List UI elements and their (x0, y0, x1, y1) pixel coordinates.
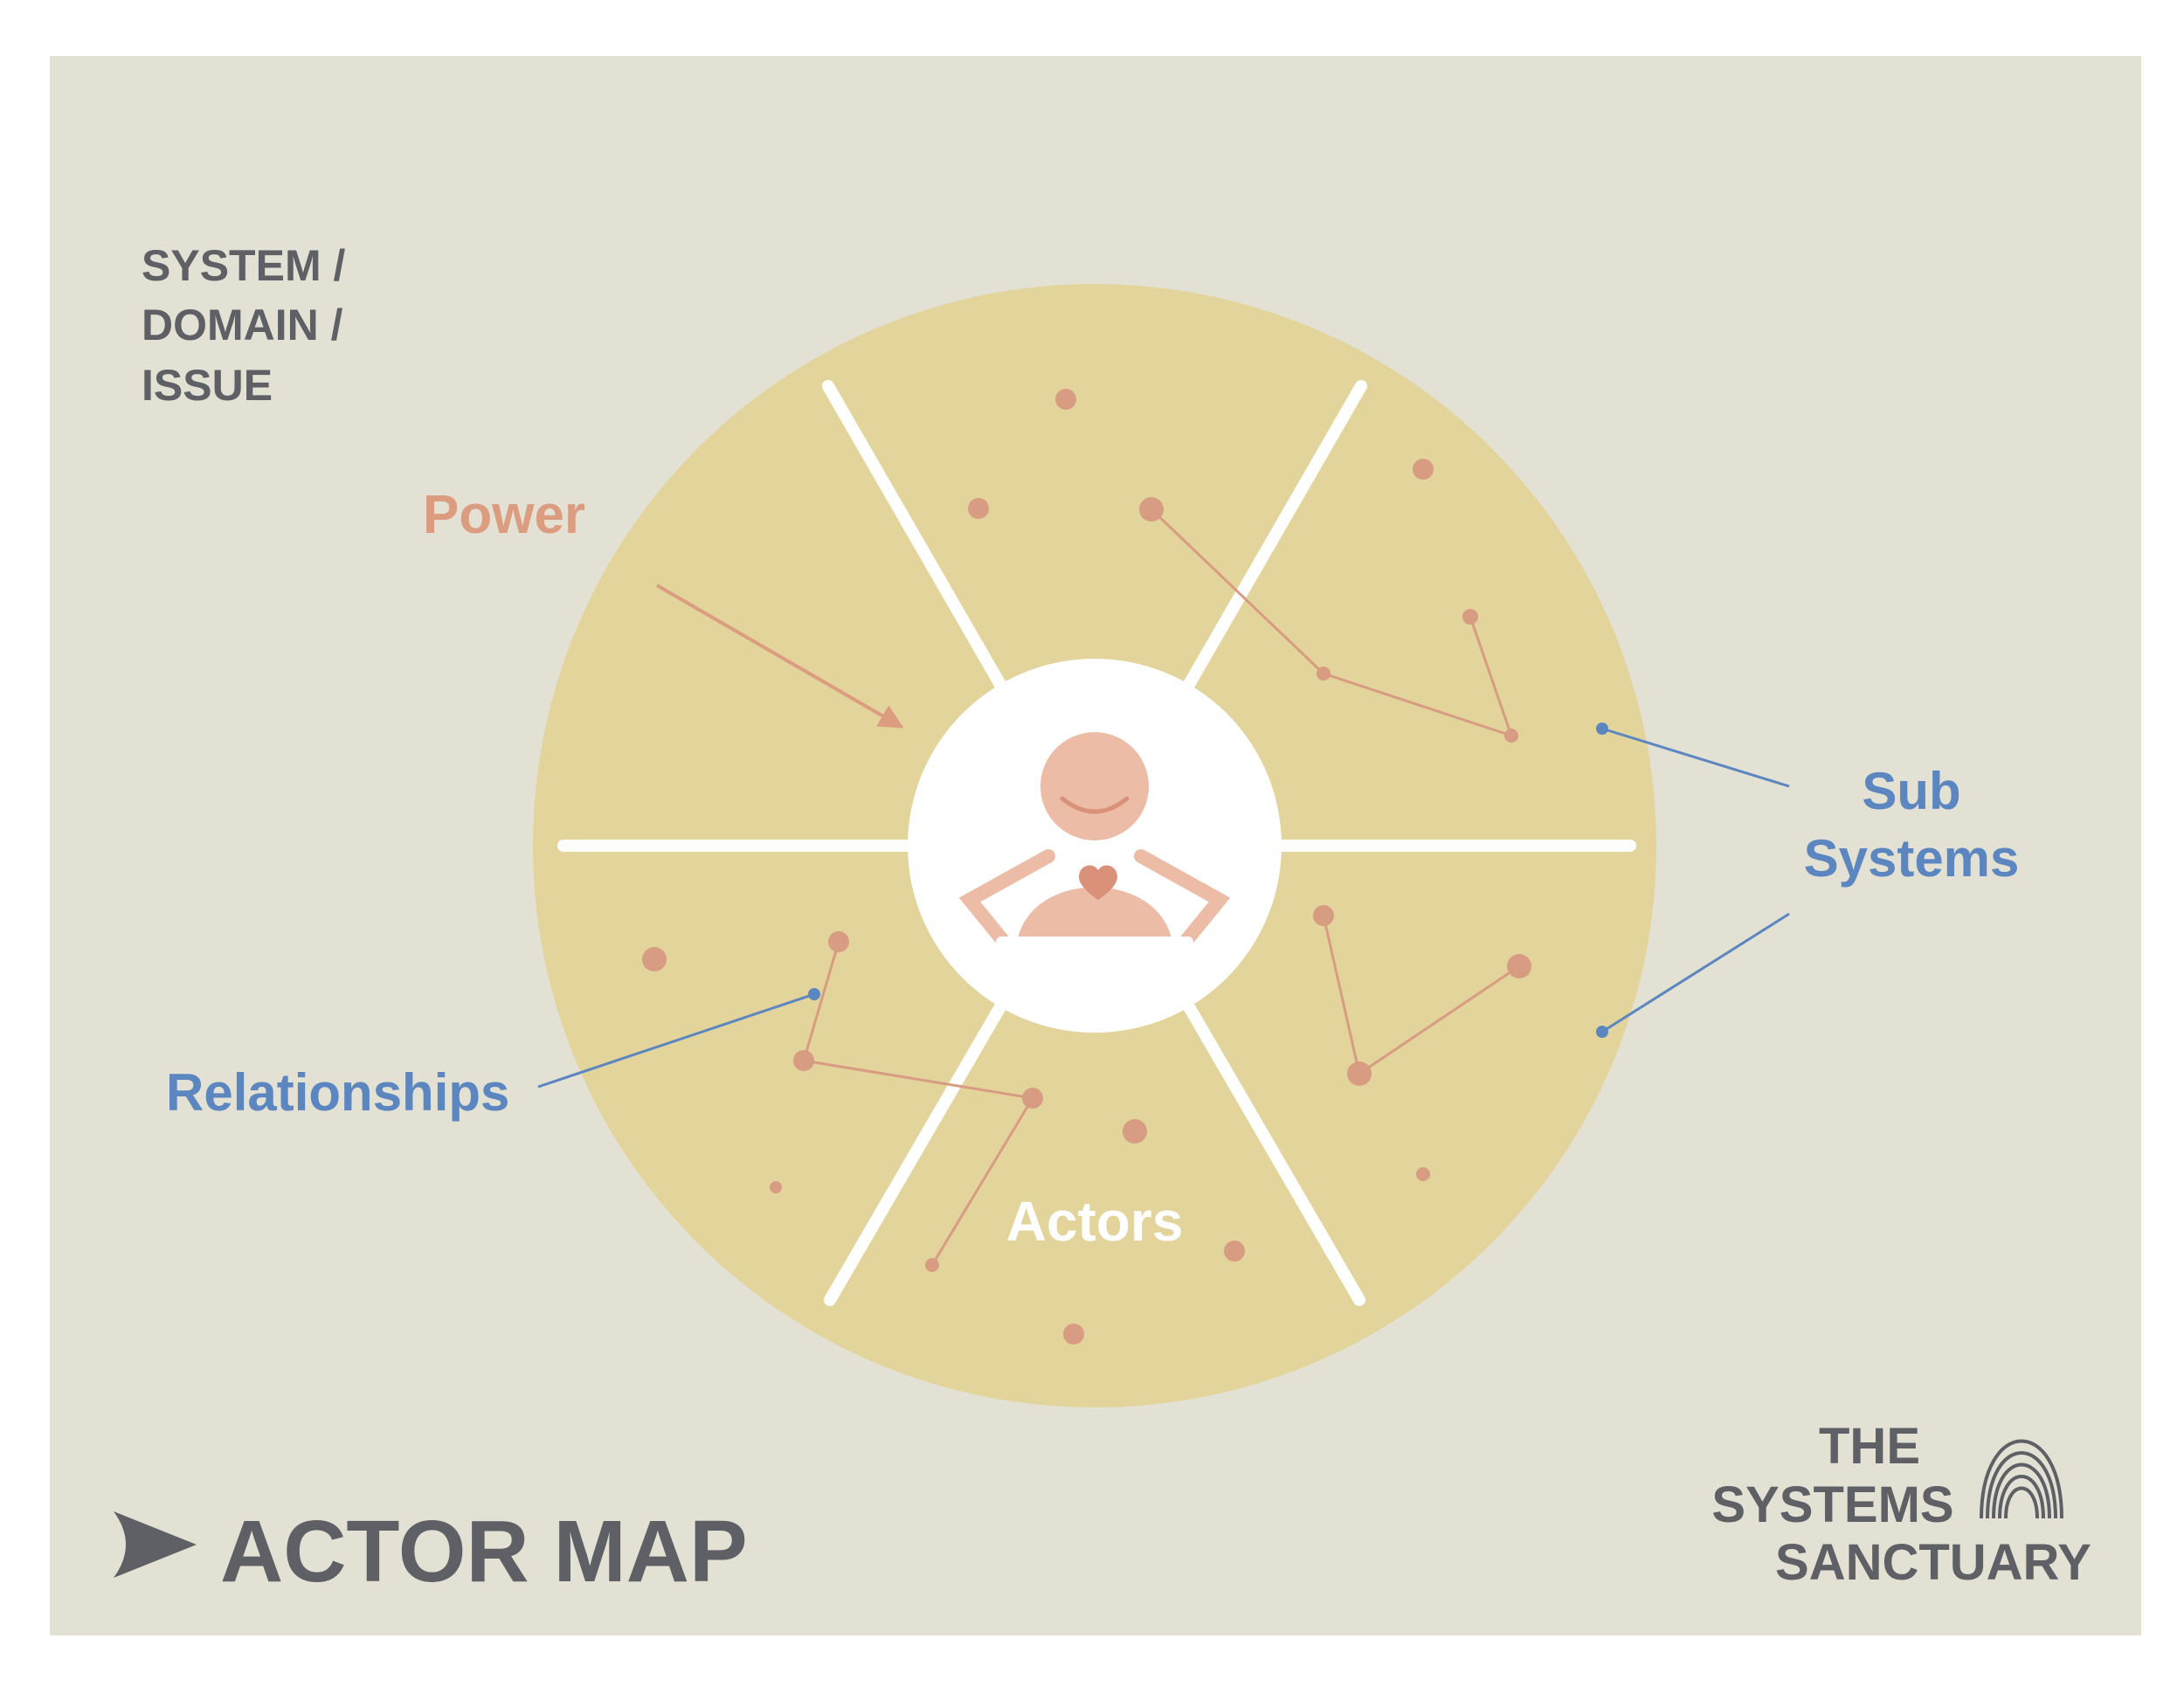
sub-systems-label: Sub Systems (1804, 762, 2020, 888)
actor-dot (1462, 609, 1478, 625)
brand-wordmark: THE SYSTEMS SANCTUARY (1711, 1418, 2091, 1591)
actor-dot (1313, 905, 1334, 926)
actors-label: Actors (1006, 1190, 1184, 1253)
power-arrow (655, 584, 904, 729)
sub-systems-line-1: Sub (1862, 762, 1960, 820)
actor-dot (828, 931, 849, 952)
actor-dot (1063, 1324, 1084, 1345)
actor-dot (770, 1181, 782, 1193)
actor-dot (1413, 459, 1434, 480)
arches-logo-icon (1980, 1439, 2063, 1519)
actor-dot (1347, 1061, 1372, 1086)
actor-dot (1224, 1241, 1245, 1262)
center-hub (908, 659, 1282, 1033)
shark-fin-icon (114, 1511, 197, 1578)
actor-dot (1055, 389, 1076, 410)
spoke-lower-left (824, 998, 1008, 1306)
heart-icon (1079, 865, 1117, 900)
actor-dot (1504, 729, 1518, 743)
person-with-heart-icon (958, 732, 1231, 956)
spoke-lower-right (1181, 998, 1365, 1306)
brand-line-1: THE (1819, 1418, 1920, 1475)
sub-systems-line-2: Systems (1804, 829, 2020, 888)
relationships-pointer (537, 988, 820, 1089)
actor-dot (1123, 1119, 1147, 1144)
spoke-upper-right (1181, 380, 1367, 694)
spoke-upper-left (822, 380, 1008, 694)
brand-line-2: SYSTEMS (1711, 1476, 1953, 1533)
actor-dot (642, 947, 667, 971)
actor-dot (1022, 1088, 1043, 1109)
system-domain-issue-label: SYSTEM / DOMAIN / ISSUE (142, 241, 345, 410)
actor-dots (642, 389, 1531, 1345)
brand-line-3: SANCTUARY (1775, 1534, 2091, 1591)
actor-dot (1139, 497, 1164, 522)
actor-dot (1507, 954, 1531, 978)
domain-line-1: SYSTEM / (142, 241, 345, 290)
domain-line-2: DOMAIN / (142, 301, 343, 349)
relationships-label: Relationships (166, 1063, 509, 1122)
power-label: Power (423, 485, 585, 545)
actor-map-title: ACTOR MAP (220, 1503, 748, 1601)
actor-dot (1416, 1167, 1430, 1181)
sub-systems-pointers (1596, 723, 1790, 1038)
actor-dot (793, 1050, 814, 1071)
domain-line-3: ISSUE (142, 361, 273, 410)
wheel-spokes (557, 380, 1636, 1306)
actor-dot (968, 498, 989, 519)
actor-dot (1317, 667, 1330, 681)
actor-dot (925, 1258, 939, 1272)
